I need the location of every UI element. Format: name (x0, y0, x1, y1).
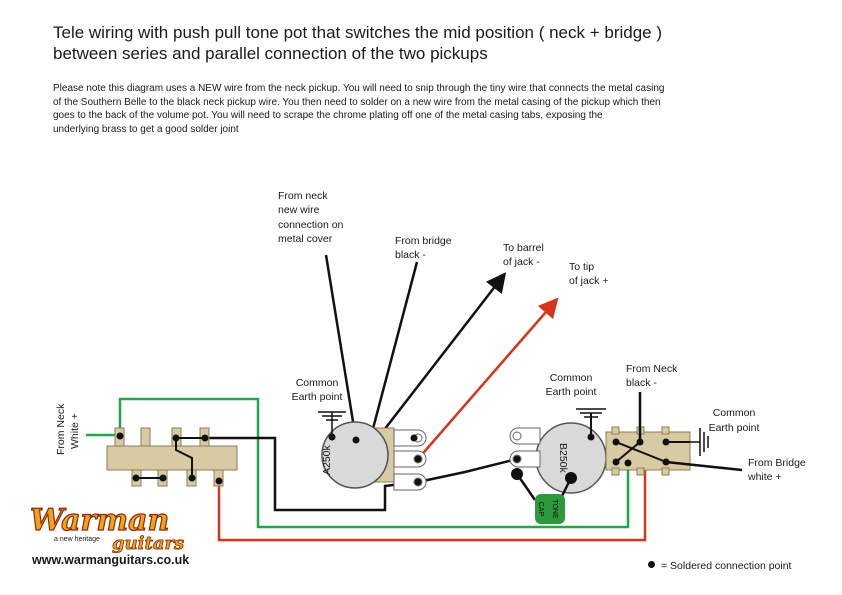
label-line: White + (69, 413, 81, 449)
solder-point (116, 432, 124, 440)
solder-point (132, 474, 140, 482)
ground-symbol (690, 428, 709, 456)
label-line: Common (713, 407, 756, 419)
tone-cap-label-2: CAP (537, 502, 544, 517)
black-wire-barrel (373, 272, 507, 444)
label-line: From Neck (55, 403, 67, 455)
black-wire-bridge-white (665, 460, 743, 472)
solder-point (188, 474, 196, 482)
label-from-neck-black: From Neck black - (626, 363, 678, 389)
solder-point (215, 477, 223, 485)
volume-pot-label: A250k (321, 444, 333, 475)
label-line: From bridge (395, 235, 452, 247)
label-from-neck-white: From Neck White + (55, 403, 81, 455)
label-line: Earth point (546, 386, 597, 398)
label-line: To tip (569, 261, 594, 273)
label-line: From neck (278, 190, 328, 202)
title-line-1: Tele wiring with push pull tone pot that… (53, 23, 663, 42)
note-line-1: Please note this diagram uses a NEW wire… (53, 83, 665, 94)
red-wire-to-tip (417, 297, 559, 460)
label-line: of jack - (503, 256, 540, 268)
label-line: new wire (278, 204, 320, 216)
solder-point (410, 434, 418, 442)
warman-logo: Warman a new heritage guitars (29, 502, 184, 554)
label-to-barrel: To barrel of jack - (503, 242, 544, 268)
ground-symbol (318, 411, 346, 437)
logo-tagline: a new heritage (54, 536, 100, 543)
note-line-3: goes to the back of the volume pot. You … (53, 110, 603, 121)
diagram-title: Tele wiring with push pull tone pot that… (53, 22, 813, 64)
black-wire-neck-new (324, 254, 358, 441)
label-line: Earth point (709, 422, 760, 434)
label-line: black - (395, 249, 426, 261)
black-wire-switch-to-volume (205, 436, 419, 512)
label-common-earth-switch: Common Earth point (709, 407, 760, 434)
solder-point (159, 474, 167, 482)
label-line: metal cover (278, 233, 333, 245)
title-line-2: between series and parallel connection o… (53, 44, 488, 63)
label-to-tip: To tip of jack + (569, 261, 608, 287)
label-line: of jack + (569, 275, 608, 287)
solder-dot-icon (648, 561, 655, 568)
website-url: www.warmanguitars.co.uk (32, 553, 190, 567)
tone-cap-label-1: TONE (551, 499, 558, 519)
label-line: Earth point (292, 391, 343, 403)
logo-brand: Warman (30, 503, 169, 538)
label-from-bridge-black: From bridge black - (395, 235, 452, 261)
solder-point (201, 434, 209, 442)
solder-point (624, 459, 632, 467)
volume-pot (321, 421, 427, 491)
label-line: connection on (278, 219, 344, 231)
ground-symbol (576, 408, 606, 418)
label-line: white + (747, 471, 782, 483)
tone-capacitor: TONE CAP (535, 494, 565, 524)
label-from-neck-new-wire: From neck new wire connection on metal c… (278, 190, 344, 245)
tone-pot-label: B250k (557, 443, 569, 474)
solder-point (352, 436, 360, 444)
instruction-note: Please note this diagram uses a NEW wire… (53, 82, 773, 136)
solder-point (513, 455, 521, 463)
note-line-4: underlying brass to get a good solder jo… (53, 123, 239, 135)
note-line-2: of the Southern Belle to the black neck … (53, 96, 661, 108)
legend-text: = Soldered connection point (661, 560, 792, 572)
black-wire-bridge (368, 261, 419, 441)
black-wire-volume-to-tone (417, 457, 518, 484)
label-from-bridge-white: From Bridge white + (747, 457, 806, 483)
label-line: From Bridge (748, 457, 806, 469)
solder-point (172, 434, 180, 442)
solder-point (662, 458, 670, 466)
label-line: To barrel (503, 242, 544, 254)
three-way-switch (106, 427, 238, 487)
legend: = Soldered connection point (648, 560, 791, 572)
label-line: Common (296, 377, 339, 389)
solder-point (511, 468, 523, 480)
label-line: From Neck (626, 363, 678, 375)
red-wire-bottom (217, 463, 647, 542)
logo-sub: guitars (112, 533, 184, 554)
label-common-earth-tone: Common Earth point (546, 372, 597, 398)
solder-point (587, 433, 595, 441)
solder-point (612, 458, 620, 466)
tone-pot (509, 422, 691, 494)
label-line: Common (550, 372, 593, 384)
solder-point (612, 438, 620, 446)
solder-point (565, 472, 577, 484)
solder-point (414, 455, 422, 463)
solder-point (662, 438, 670, 446)
label-common-earth-volume: Common Earth point (292, 377, 343, 403)
solder-point (414, 478, 422, 486)
solder-point (636, 438, 644, 446)
label-line: black - (626, 377, 657, 389)
